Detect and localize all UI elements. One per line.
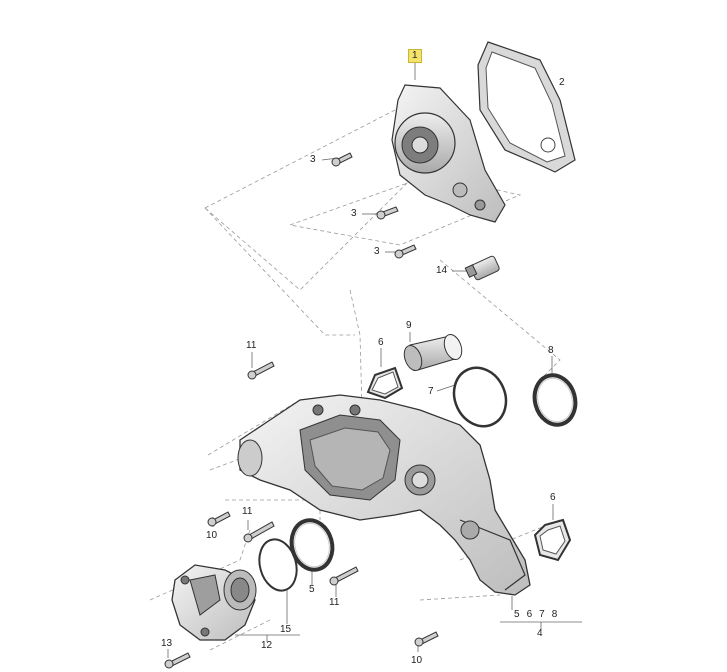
callout-4: 4 (537, 628, 543, 639)
sensor-part-14 (464, 255, 500, 281)
callout-15: 15 (280, 624, 292, 635)
thermostat-housing-part-12 (171, 564, 257, 641)
gasket-part-2 (477, 41, 576, 173)
callout-11: 11 (246, 340, 257, 351)
group-item: 5 (514, 609, 520, 620)
water-pump-part-1 (391, 84, 506, 223)
callout-2: 2 (559, 77, 565, 88)
callout-10: 10 (206, 530, 218, 541)
callout-11: 11 (242, 506, 253, 517)
group-item: 8 (551, 609, 558, 620)
callout-11: 11 (329, 597, 340, 608)
o-ring-part-8 (532, 373, 578, 427)
callout-5: 5 (309, 584, 315, 595)
bolt-part-13 (164, 652, 191, 669)
callout-group-4-items: 5 6 7 8 (514, 609, 557, 621)
callout-9: 9 (406, 320, 412, 331)
sleeve-part-9 (403, 333, 463, 372)
callout-6: 6 (550, 492, 556, 503)
callout-14: 14 (436, 265, 448, 276)
group-item: 7 (539, 609, 545, 620)
callout-7: 7 (428, 386, 434, 397)
o-ring-part-15 (258, 538, 298, 592)
callout-1: 1 (408, 49, 422, 63)
bolt-part-3 (331, 152, 417, 259)
callout-3: 3 (374, 246, 380, 257)
callout-12: 12 (261, 640, 273, 651)
bolt-part-10 (207, 511, 439, 647)
o-ring-part-5 (289, 518, 335, 572)
callout-8: 8 (548, 345, 554, 356)
coolant-housing-part-4 (237, 394, 531, 596)
callout-6: 6 (378, 337, 384, 348)
callout-10: 10 (411, 655, 423, 666)
group-item: 6 (526, 609, 533, 620)
o-ring-part-7 (452, 366, 508, 428)
bolt-part-11 (243, 361, 359, 586)
callout-3: 3 (310, 154, 316, 165)
callout-3: 3 (351, 208, 357, 219)
seal-part-6 (366, 366, 572, 562)
callout-13: 13 (161, 638, 173, 649)
